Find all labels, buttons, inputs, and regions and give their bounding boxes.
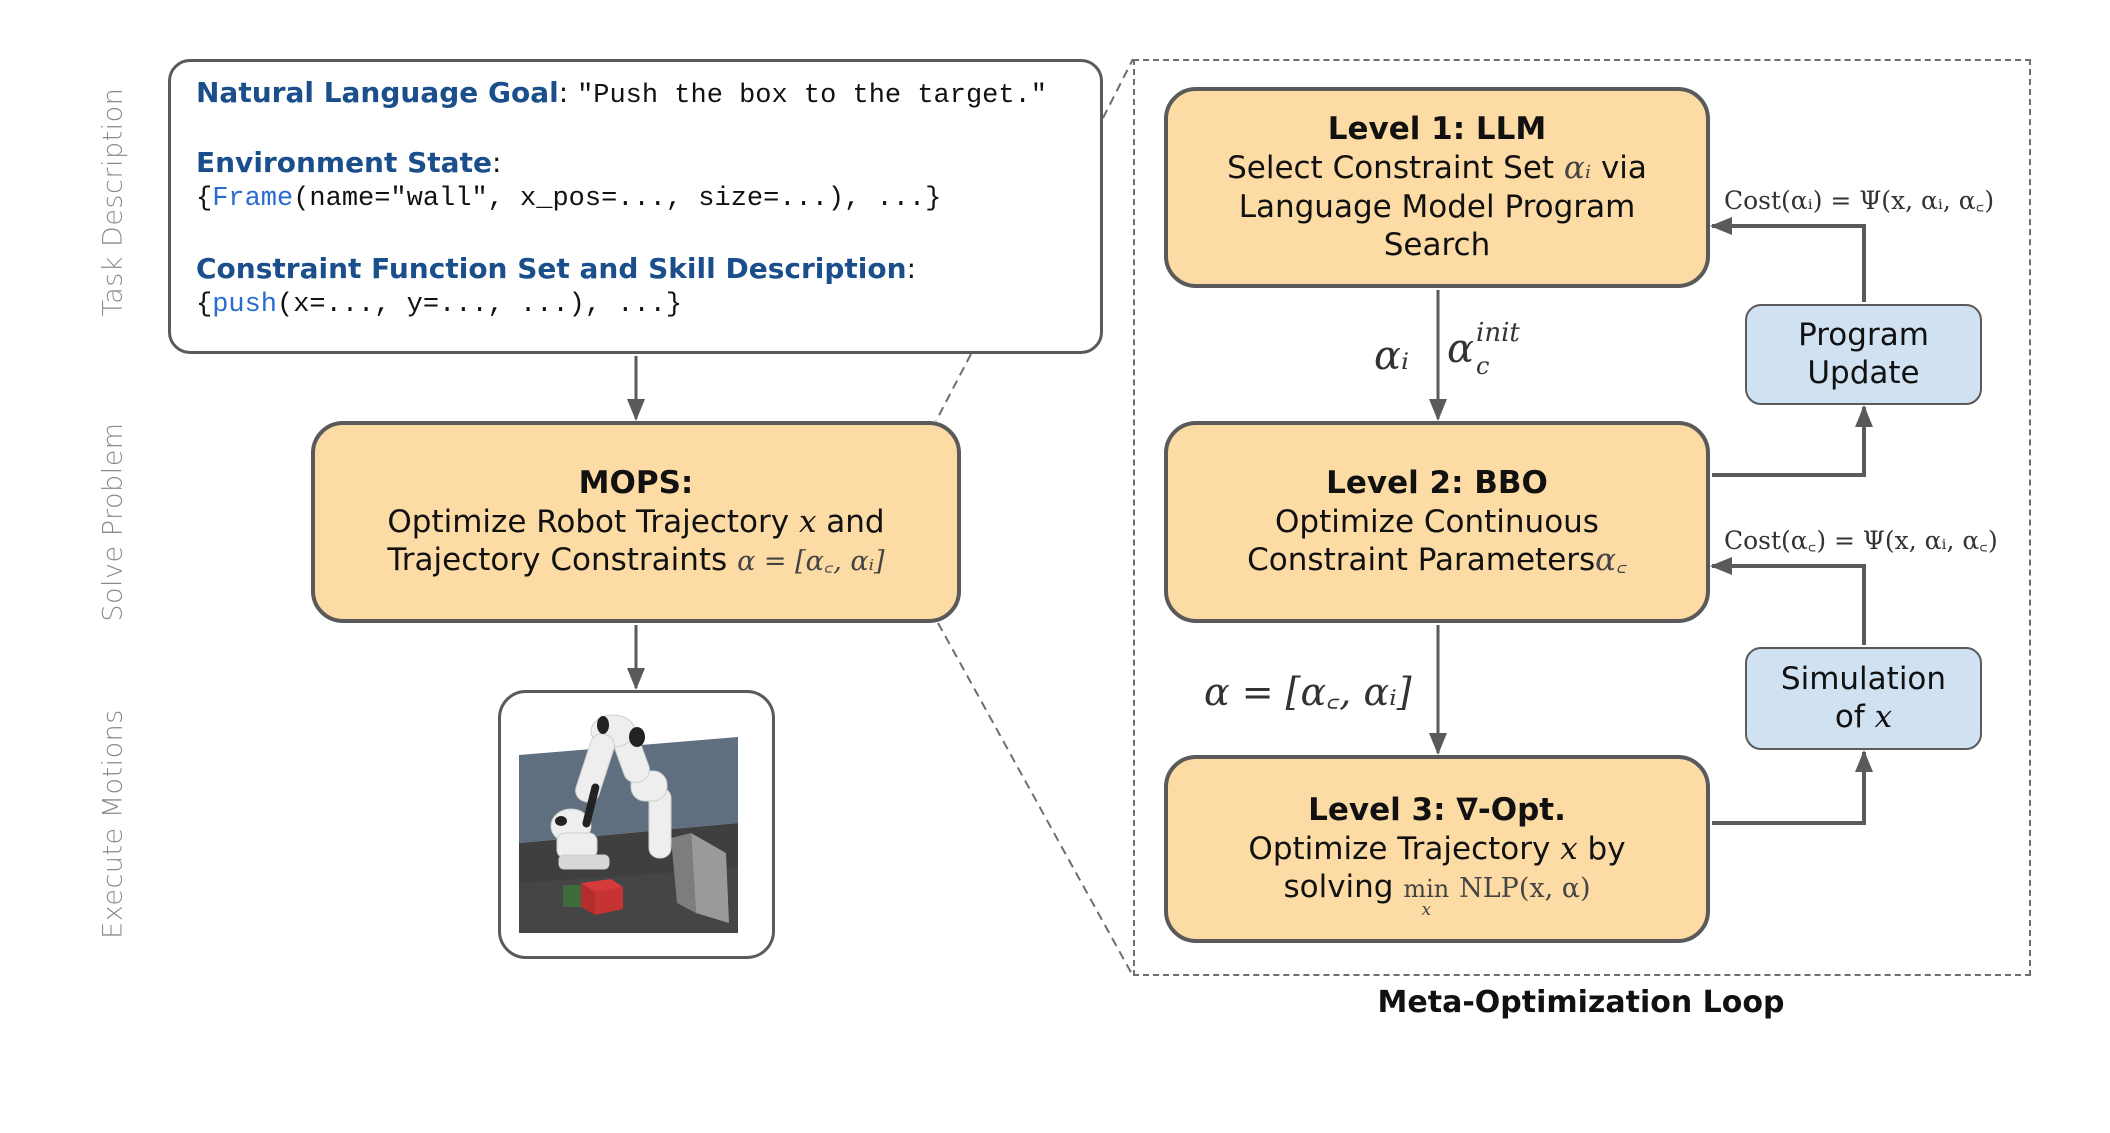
level1-llm-box: Level 1: LLM Select Constraint Set αᵢ vi…: [1164, 87, 1710, 288]
program-update-box: Program Update: [1745, 304, 1982, 405]
edge-label-alpha-combined: α = [α꜀, αᵢ]: [1204, 670, 1412, 714]
scene-red-box-side: [595, 887, 623, 915]
meta-optimization-loop-region: [1133, 59, 2031, 976]
level1-line1: Select Constraint Set αᵢ via: [1227, 149, 1647, 188]
level3-line2: solving min x NLP(x, α): [1283, 868, 1591, 920]
zoom-line-top-lower: [935, 353, 972, 422]
env-open-brace: {: [196, 184, 213, 214]
simulation-line1: Simulation: [1780, 660, 1947, 697]
level3-nlp-math: NLP(x, α): [1459, 873, 1591, 905]
zoom-line-bottom: [937, 622, 1134, 977]
goal-value: "Push the box to the target.": [577, 81, 1047, 111]
mops-line1: Optimize Robot Trajectory x and: [387, 503, 884, 542]
level1-line1-end: via: [1600, 149, 1647, 186]
arrow-level2-to-program-update: [1712, 405, 1873, 477]
level3-title: Level 3: ∇-Opt.: [1308, 791, 1566, 828]
mops-line2-text: Trajectory Constraints: [387, 542, 728, 579]
level1-line2: Language Model Program: [1238, 188, 1636, 225]
goal-line: Natural Language Goal: "Push the box to …: [196, 76, 1047, 111]
level2-bbo-box: Level 2: BBO Optimize Continuous Constra…: [1164, 421, 1710, 623]
task-description-box: Natural Language Goal: "Push the box to …: [168, 59, 1103, 354]
level3-min-operator: min x: [1403, 874, 1450, 920]
scene-grey-block-front: [691, 833, 729, 923]
simulation-line2: of x: [1835, 699, 1892, 737]
arrow-simulation-to-level2: [1710, 557, 1866, 645]
skill-args: (x=..., y=..., ...), ...}: [277, 290, 683, 320]
env-key-line: Environment State:: [196, 146, 501, 179]
goal-key: Natural Language Goal: [196, 76, 559, 109]
scene-green-target: [563, 885, 581, 907]
program-update-line2: Update: [1807, 354, 1920, 391]
edge-label-alpha-c-subscript: c: [1476, 352, 1490, 380]
simulation-box: Simulation of x: [1745, 647, 1982, 750]
level1-title: Level 1: LLM: [1327, 111, 1547, 147]
zoom-line-top-upper: [1102, 58, 1134, 119]
mops-line2-math: α = [α꜀, αᵢ]: [737, 546, 885, 578]
edge-label-alpha-c-superscript: init: [1476, 318, 1520, 348]
mops-line1-math: x: [798, 503, 817, 540]
goal-colon: :: [558, 76, 569, 109]
level3-gradient-opt-box: Level 3: ∇-Opt. Optimize Trajectory x by…: [1164, 755, 1710, 943]
cost-label-level1: Cost(αᵢ) = Ψ(x, αᵢ, α꜀): [1724, 186, 1995, 215]
scene-robot-joints: [555, 716, 645, 828]
skill-code-line: {push(x=..., y=..., ...), ...}: [196, 290, 682, 320]
robot-scene-image: [519, 714, 738, 933]
level1-line1-math: αᵢ: [1563, 149, 1592, 186]
simulation-line2-math: x: [1874, 698, 1893, 735]
skill-colon: :: [906, 252, 917, 285]
level3-min-subscript: x: [1421, 900, 1432, 921]
level1-line1-text: Select Constraint Set: [1227, 149, 1555, 186]
arrow-level3-to-simulation: [1712, 750, 1873, 825]
skill-open-brace: {: [196, 290, 213, 320]
edge-label-alpha-i: αᵢ: [1374, 333, 1410, 379]
arrow-program-update-to-level1: [1710, 217, 1866, 302]
level3-line1-end: by: [1587, 830, 1626, 867]
program-update-line1: Program: [1798, 316, 1929, 353]
level2-line2-text: Constraint Parameters: [1247, 542, 1596, 579]
level2-line2-math: α꜀: [1595, 542, 1627, 579]
mops-line1-text: Optimize Robot Trajectory: [387, 503, 790, 540]
scene-red-box-top: [581, 879, 623, 892]
execute-image-box: [498, 690, 775, 959]
level3-line2-text: solving: [1283, 869, 1394, 906]
level3-line1-text: Optimize Trajectory: [1248, 830, 1551, 867]
env-fn-name: Frame: [212, 184, 294, 214]
meta-optimization-loop-label: Meta-Optimization Loop: [1377, 985, 1785, 1020]
level2-line1: Optimize Continuous: [1275, 503, 1599, 540]
env-args: (name="wall", x_pos=..., size=...), ...}: [293, 184, 942, 214]
cost-label-level2: Cost(α꜀) = Ψ(x, αᵢ, α꜀): [1724, 526, 1998, 555]
skill-key: Constraint Function Set and Skill Descri…: [196, 252, 907, 285]
env-code-line: {Frame(name="wall", x_pos=..., size=...)…: [196, 184, 941, 214]
skill-fn-name: push: [212, 290, 278, 320]
env-colon: :: [491, 146, 502, 179]
mops-title: MOPS:: [578, 464, 694, 501]
level3-min-text: min: [1403, 875, 1450, 904]
level2-title: Level 2: BBO: [1326, 464, 1548, 501]
env-key: Environment State: [196, 146, 492, 179]
scene-grey-block-side: [671, 833, 696, 913]
mops-line2: Trajectory Constraints α = [α꜀, αᵢ]: [387, 541, 884, 580]
level1-line3: Search: [1383, 227, 1491, 264]
scene-red-box-front: [581, 883, 595, 915]
mops-box: MOPS: Optimize Robot Trajectory x and Tr…: [311, 421, 961, 623]
edge-label-alpha-c-base: α: [1447, 326, 1475, 372]
level3-line1: Optimize Trajectory x by: [1248, 830, 1625, 869]
edge-label-alpha-c-init: α init c: [1447, 318, 1534, 380]
simulation-line2-text: of: [1834, 698, 1865, 735]
skill-key-line: Constraint Function Set and Skill Descri…: [196, 252, 916, 285]
level2-line2: Constraint Parametersα꜀: [1247, 541, 1627, 580]
level3-line1-math: x: [1560, 830, 1578, 867]
mops-line1-end: and: [826, 503, 885, 540]
